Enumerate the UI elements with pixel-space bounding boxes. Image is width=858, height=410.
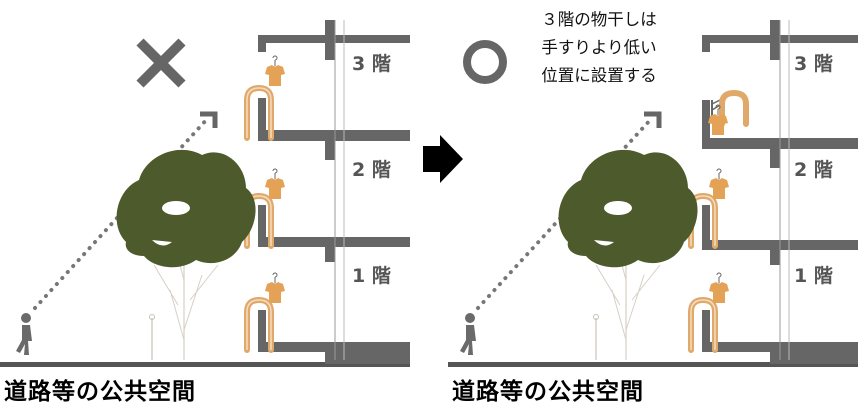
floor-label-3: 3 階 xyxy=(352,53,391,75)
tree-right xyxy=(557,149,699,361)
note-line-2: 手すりより低い xyxy=(541,38,657,57)
ground xyxy=(448,362,858,367)
person-icon-left xyxy=(16,313,32,355)
caption-left: 道路等の公共空間 xyxy=(4,379,196,405)
right-panel: 3 階 2 階 1 階 xyxy=(448,20,858,367)
balcony-laundry-right xyxy=(691,89,749,350)
floor-labels-right: 3 階 2 階 1 階 xyxy=(794,53,833,287)
floor-label-1: 1 階 xyxy=(794,265,833,287)
floor-label-1: 1 階 xyxy=(352,265,391,287)
tree-left xyxy=(115,149,257,361)
circle-mark-icon xyxy=(463,40,507,84)
lamp-right xyxy=(593,314,599,360)
person-icon-right xyxy=(460,313,476,355)
lamp-left xyxy=(149,314,155,360)
note-line-3: 位置に設置する xyxy=(541,66,657,85)
note-line-1: ３階の物干しは xyxy=(541,10,657,29)
floor-labels-left: 3 階 2 階 1 階 xyxy=(352,53,391,287)
floor-label-2: 2 階 xyxy=(794,159,833,181)
floor-label-3: 3 階 xyxy=(794,53,833,75)
left-panel: 3 階 2 階 1 階 xyxy=(0,20,410,367)
building-left xyxy=(258,20,410,364)
cross-mark-icon xyxy=(136,38,186,88)
ground xyxy=(0,362,410,367)
placement-note: ３階の物干しは 手すりより低い 位置に設置する xyxy=(514,6,684,90)
caption-right: 道路等の公共空間 xyxy=(452,379,644,405)
floor-label-2: 2 階 xyxy=(352,159,391,181)
right-arrow-icon xyxy=(423,135,463,183)
